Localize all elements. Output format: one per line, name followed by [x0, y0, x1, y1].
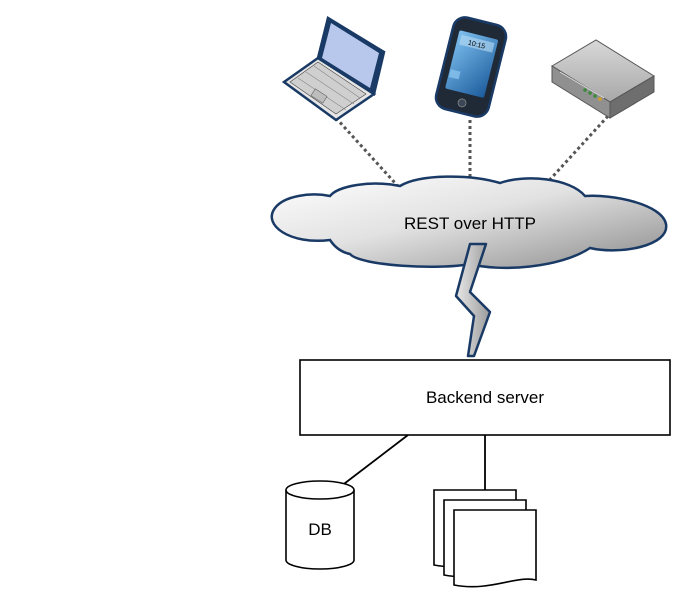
- laptop-connector: [334, 116, 407, 196]
- backend-server: Backend server: [299, 359, 671, 436]
- server-label: Backend server: [426, 388, 544, 407]
- laptop-icon: [281, 16, 386, 122]
- router-icon: [551, 39, 655, 119]
- documents-icon: [433, 489, 537, 588]
- router-connector: [543, 114, 610, 187]
- database-cylinder: DB: [285, 480, 355, 570]
- db-label: DB: [308, 520, 332, 539]
- rest-cloud: REST over HTTP: [270, 175, 668, 270]
- smartphone-icon: 10:15: [434, 16, 508, 118]
- cloud-label: REST over HTTP: [404, 214, 536, 233]
- lightning-link: [454, 242, 492, 358]
- db-connector: [335, 434, 409, 491]
- phone-clock: 10:15: [467, 40, 486, 51]
